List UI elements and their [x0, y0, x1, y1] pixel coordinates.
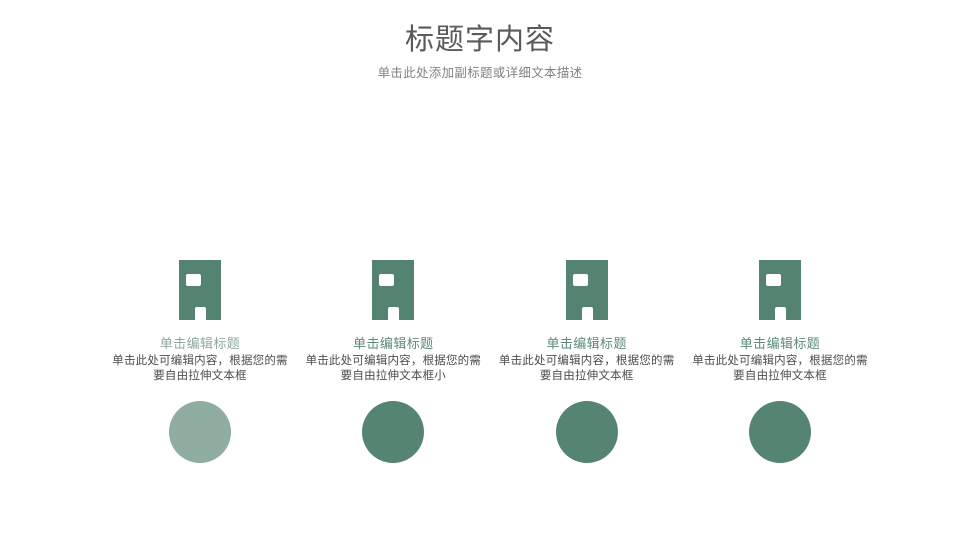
- house-body-icon: [565, 260, 608, 320]
- content-column[interactable]: 单击编辑标题 单击此处可编辑内容，根据您的需要自由拉伸文本框: [497, 168, 677, 463]
- column-body-text: 单击此处可编辑内容，根据您的需要自由拉伸文本框小: [305, 355, 482, 382]
- content-column[interactable]: 单击编辑标题 单击此处可编辑内容，根据您的需要自由拉伸文本框小: [303, 168, 483, 463]
- column-heading: 单击编辑标题: [546, 336, 627, 351]
- column-heading: 单击编辑标题: [353, 336, 434, 351]
- column-heading: 单击编辑标题: [159, 336, 241, 351]
- house-door-icon: [581, 307, 593, 320]
- house-door-icon: [195, 307, 206, 320]
- column-caption: 单击编辑标题 单击此处可编辑内容，根据您的需要自由拉伸文本框: [691, 334, 869, 384]
- column-circle-marker: [555, 401, 618, 463]
- column-caption: 单击编辑标题 单击此处可编辑内容，根据您的需要自由拉伸文本框: [498, 334, 676, 384]
- column-caption: 单击编辑标题 单击此处可编辑内容，根据您的需要自由拉伸文本框: [111, 334, 289, 384]
- column-circle-marker: [748, 401, 811, 463]
- column-body-text: 单击此处可编辑内容，根据您的需要自由拉伸文本框: [112, 355, 288, 382]
- column-circle-marker: [169, 401, 231, 463]
- column-caption: 单击编辑标题 单击此处可编辑内容，根据您的需要自由拉伸文本框小: [304, 334, 482, 384]
- column-body-text: 单击此处可编辑内容，根据您的需要自由拉伸文本框: [692, 355, 868, 382]
- content-column[interactable]: 单击编辑标题 单击此处可编辑内容，根据您的需要自由拉伸文本框: [110, 168, 290, 463]
- house-window-icon: [572, 274, 588, 286]
- column-heading: 单击编辑标题: [739, 336, 821, 351]
- house-door-icon: [388, 307, 400, 320]
- house-icon: [150, 168, 250, 320]
- content-columns: 单击编辑标题 单击此处可编辑内容，根据您的需要自由拉伸文本框 单击编辑标题 单击…: [110, 168, 870, 463]
- content-column[interactable]: 单击编辑标题 单击此处可编辑内容，根据您的需要自由拉伸文本框: [690, 168, 870, 463]
- column-circle-marker: [362, 401, 425, 463]
- column-body-text: 单击此处可编辑内容，根据您的需要自由拉伸文本框: [498, 355, 675, 382]
- house-window-icon: [186, 274, 201, 286]
- house-window-icon: [379, 274, 395, 286]
- house-icon: [537, 168, 637, 320]
- house-window-icon: [765, 274, 781, 286]
- slide-header: 标题字内容 单击此处添加副标题或详细文本描述: [0, 22, 960, 82]
- house-body-icon: [372, 260, 415, 320]
- house-icon: [343, 168, 443, 320]
- house-body-icon: [179, 260, 221, 320]
- house-body-icon: [758, 260, 801, 320]
- house-icon: [730, 168, 830, 320]
- page-title: 标题字内容: [404, 24, 555, 56]
- page-subtitle: 单击此处添加副标题或详细文本描述: [377, 66, 583, 80]
- house-door-icon: [774, 307, 786, 320]
